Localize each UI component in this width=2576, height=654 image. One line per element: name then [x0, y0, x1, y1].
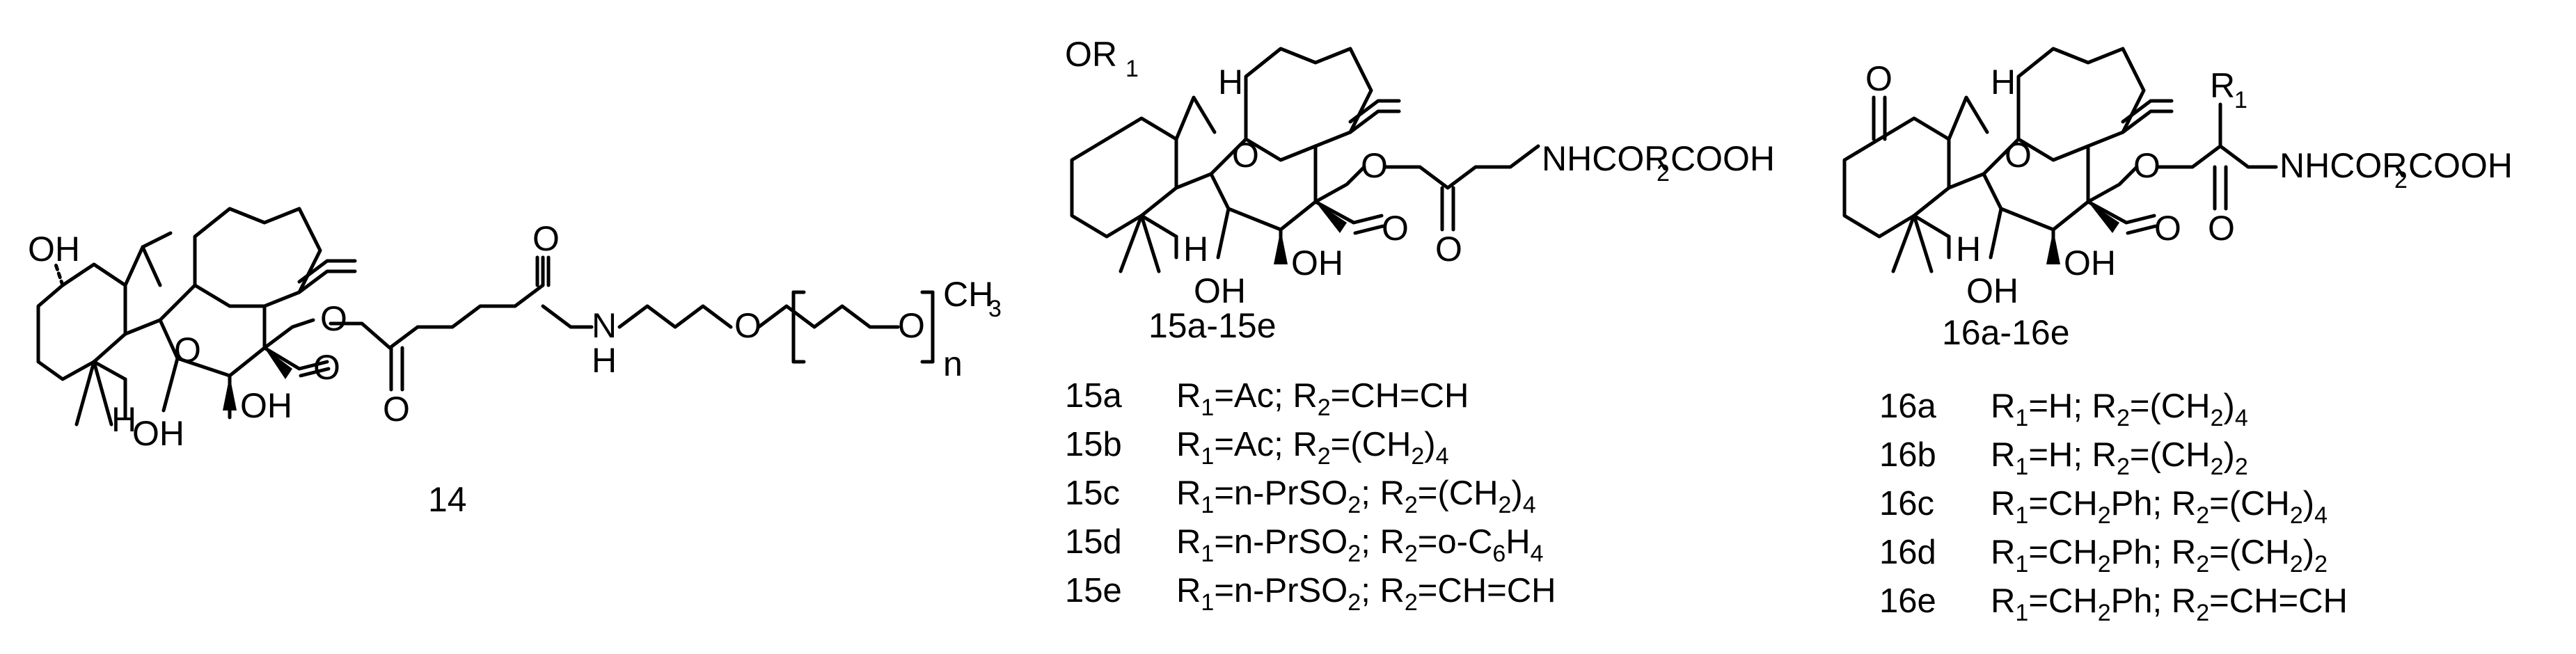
c15-or1: OR: [1065, 35, 1117, 74]
svg-text:R1=n-PrSO2; R2=CH=CH: R1=n-PrSO2; R2=CH=CH: [1176, 572, 1556, 616]
c14-oh-bottom: OH: [132, 414, 184, 453]
c15-oh-right: OH: [1291, 244, 1343, 282]
c14-carbonyl1: O: [383, 390, 410, 429]
compound-16-table: 16a R1=H; R2=(CH2)4 16b R1=H; R2=(CH2)2 …: [1879, 388, 2348, 626]
svg-text:15a: 15a: [1065, 377, 1123, 415]
svg-text:R1=H; R2=(CH2)2: R1=H; R2=(CH2)2: [1991, 436, 2248, 480]
c14-nh-h: H: [592, 341, 617, 380]
compound-16-atom-labels: O R 1 H H O O O O OH OH NHCOR 2 COOH: [1865, 59, 2513, 310]
c15-h-bottom: H: [1183, 230, 1208, 269]
svg-text:15b: 15b: [1065, 426, 1122, 463]
compound-15-table: 15a R1=Ac; R2=CH=CH 15b R1=Ac; R2=(CH2)4…: [1065, 377, 1556, 616]
c16-chain-sub: 2: [2394, 167, 2408, 193]
c16-o-ester: O: [2133, 146, 2160, 185]
table-row: 16d R1=CH2Ph; R2=(CH2)2: [1879, 534, 2328, 577]
c15-chain-end: COOH: [1670, 139, 1775, 178]
c15-chain: NHCOR: [1542, 139, 1669, 178]
compound-16-structure: [1842, 47, 2278, 273]
table-row: 15c R1=n-PrSO2; R2=(CH2)4: [1065, 474, 1536, 518]
c15-chain-sub: 2: [1657, 160, 1670, 186]
table-row: 16a R1=H; R2=(CH2)4: [1879, 388, 2248, 431]
c14-nh: N: [592, 306, 617, 345]
c15-o-carbonyl: O: [1435, 230, 1462, 269]
table-row: 15a R1=Ac; R2=CH=CH: [1065, 377, 1469, 421]
c14-ch3: CH: [943, 275, 993, 314]
compound-14-label: 14: [428, 480, 467, 519]
svg-text:16b: 16b: [1879, 436, 1936, 474]
table-row: 16c R1=CH2Ph; R2=(CH2)4: [1879, 485, 2328, 529]
table-row: 16b R1=H; R2=(CH2)2: [1879, 436, 2248, 480]
svg-text:R1=n-PrSO2; R2=o-C6H4: R1=n-PrSO2; R2=o-C6H4: [1176, 523, 1544, 567]
c16-r1-sub: 1: [2234, 87, 2247, 113]
c14-n-repeat: n: [943, 344, 963, 383]
c14-h1: H: [111, 400, 136, 439]
c15-oh-bottom: OH: [1194, 271, 1246, 310]
c14-oh-right: OH: [240, 386, 292, 425]
table-row: 15d R1=n-PrSO2; R2=o-C6H4: [1065, 523, 1544, 567]
c14-ch3-sub: 3: [988, 296, 1002, 322]
c16-oh-right: OH: [2064, 244, 2116, 282]
c14-o-peg2: O: [898, 306, 925, 345]
c15-o-ester: O: [1361, 146, 1388, 185]
svg-text:R1=CH2Ph; R2=(CH2)4: R1=CH2Ph; R2=(CH2)4: [1991, 485, 2328, 529]
c16-oh-bottom: OH: [1966, 271, 2018, 310]
c14-oh-top: OH: [28, 230, 80, 269]
svg-text:R1=CH2Ph; R2=CH=CH: R1=CH2Ph; R2=CH=CH: [1991, 582, 2348, 626]
compound-16-label: 16a-16e: [1942, 313, 2070, 352]
c16-chain-end: COOH: [2408, 146, 2513, 185]
c16-r1: R: [2210, 66, 2235, 105]
c14-o-bridge: O: [174, 330, 201, 369]
table-row: 16e R1=CH2Ph; R2=CH=CH: [1879, 582, 2348, 626]
compound-14-atom-labels: OH O O O OH OH H O O N H O O CH 3 n: [28, 219, 1002, 453]
compound-14-structure: [36, 207, 935, 426]
c16-h-top: H: [1991, 63, 2016, 102]
svg-text:R1=CH2Ph; R2=(CH2)2: R1=CH2Ph; R2=(CH2)2: [1991, 534, 2328, 577]
c15-or1-sub: 1: [1125, 56, 1139, 82]
c14-o-lactone-carbonyl: O: [313, 348, 340, 387]
svg-text:15c: 15c: [1065, 474, 1120, 512]
svg-text:15d: 15d: [1065, 523, 1122, 561]
table-row: 15b R1=Ac; R2=(CH2)4: [1065, 426, 1449, 470]
svg-text:16d: 16d: [1879, 534, 1936, 571]
c14-o-peg1: O: [734, 306, 761, 345]
c16-chain: NHCOR: [2279, 146, 2407, 185]
svg-text:15e: 15e: [1065, 572, 1122, 609]
compound-15-label: 15a-15e: [1148, 306, 1277, 345]
compound-15-atom-labels: OR 1 H H O O O O OH OH NHCOR 2 COOH: [1065, 35, 1775, 310]
svg-text:R1=Ac; R2=CH=CH: R1=Ac; R2=CH=CH: [1176, 377, 1469, 421]
c16-h-bottom: H: [1956, 230, 1981, 269]
svg-text:R1=n-PrSO2; R2=(CH2)4: R1=n-PrSO2; R2=(CH2)4: [1176, 474, 1536, 518]
svg-text:R1=Ac; R2=(CH2)4: R1=Ac; R2=(CH2)4: [1176, 426, 1449, 470]
svg-text:R1=H; R2=(CH2)4: R1=H; R2=(CH2)4: [1991, 388, 2248, 431]
c15-o-bridge: O: [1232, 136, 1259, 175]
svg-text:16c: 16c: [1879, 485, 1934, 523]
c15-o-lactone: O: [1382, 209, 1409, 248]
c16-o-lactone: O: [2154, 209, 2181, 248]
c14-carbonyl2: O: [532, 219, 560, 258]
c15-h-top: H: [1218, 63, 1243, 102]
svg-text:16a: 16a: [1879, 388, 1937, 425]
table-row: 15e R1=n-PrSO2; R2=CH=CH: [1065, 572, 1556, 616]
svg-text:16e: 16e: [1879, 582, 1936, 620]
c14-o-ester: O: [320, 299, 347, 338]
c16-ketone-o: O: [1865, 59, 1893, 98]
compound-15-structure: [1070, 47, 1540, 273]
c16-o-carbonyl: O: [2208, 209, 2235, 248]
c16-o-bridge: O: [2005, 136, 2032, 175]
